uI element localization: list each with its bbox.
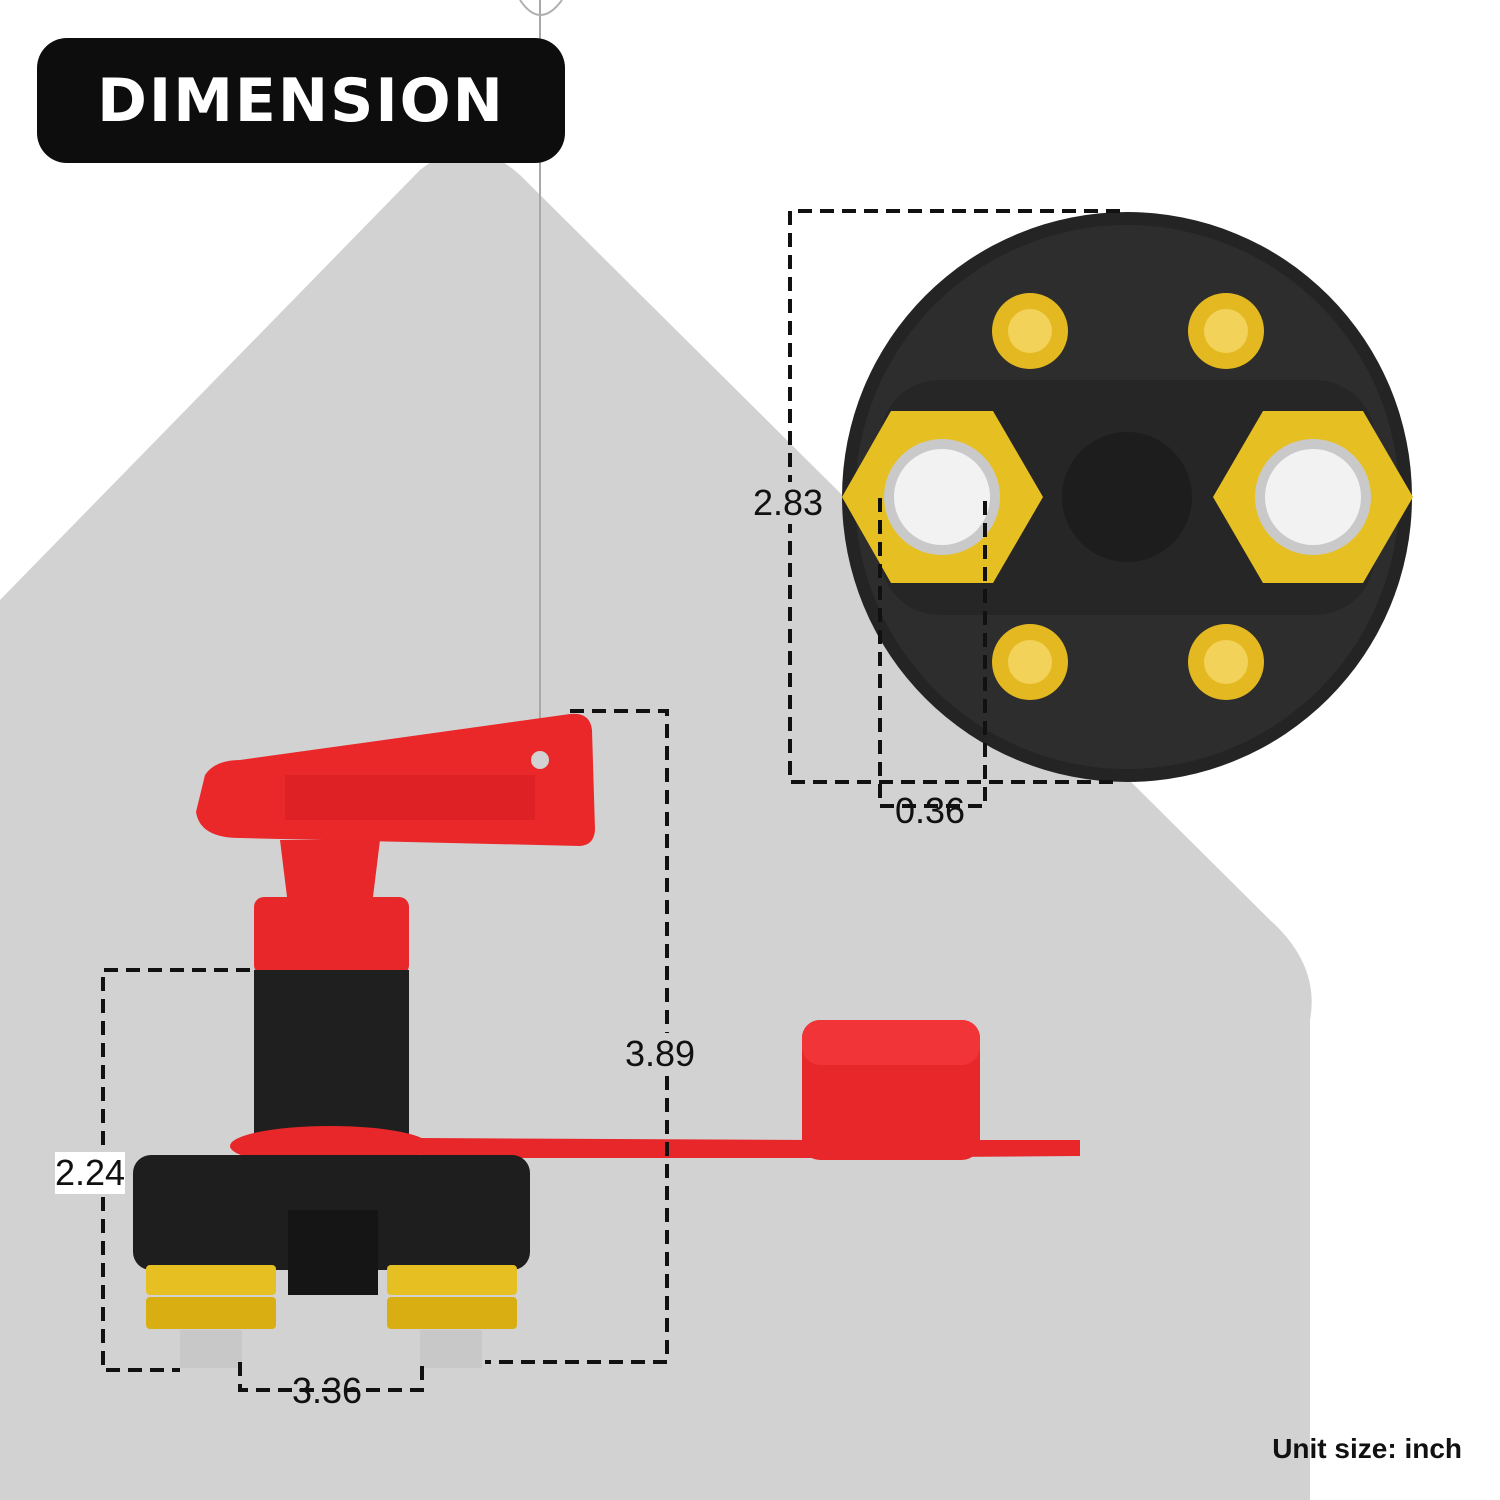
dimension-terminal-spacing: 3.36 [292, 1370, 363, 1411]
wire-loop [519, 0, 563, 16]
top-view-switch [842, 212, 1413, 782]
side-view-switch [133, 713, 1080, 1368]
dimension-key-total-height: 3.89 [625, 1033, 696, 1075]
dimension-top-view-height: 2.83 [753, 482, 824, 524]
section-title-badge: DIMENSION [37, 38, 565, 163]
dimension-terminal-offset: 0.36 [895, 790, 966, 831]
unit-note: Unit size: inch [1272, 1433, 1462, 1464]
top-view-dimension-lines [788, 209, 1120, 808]
section-title: DIMENSION [97, 65, 505, 136]
dimension-body-height: 2.24 [55, 1152, 126, 1194]
